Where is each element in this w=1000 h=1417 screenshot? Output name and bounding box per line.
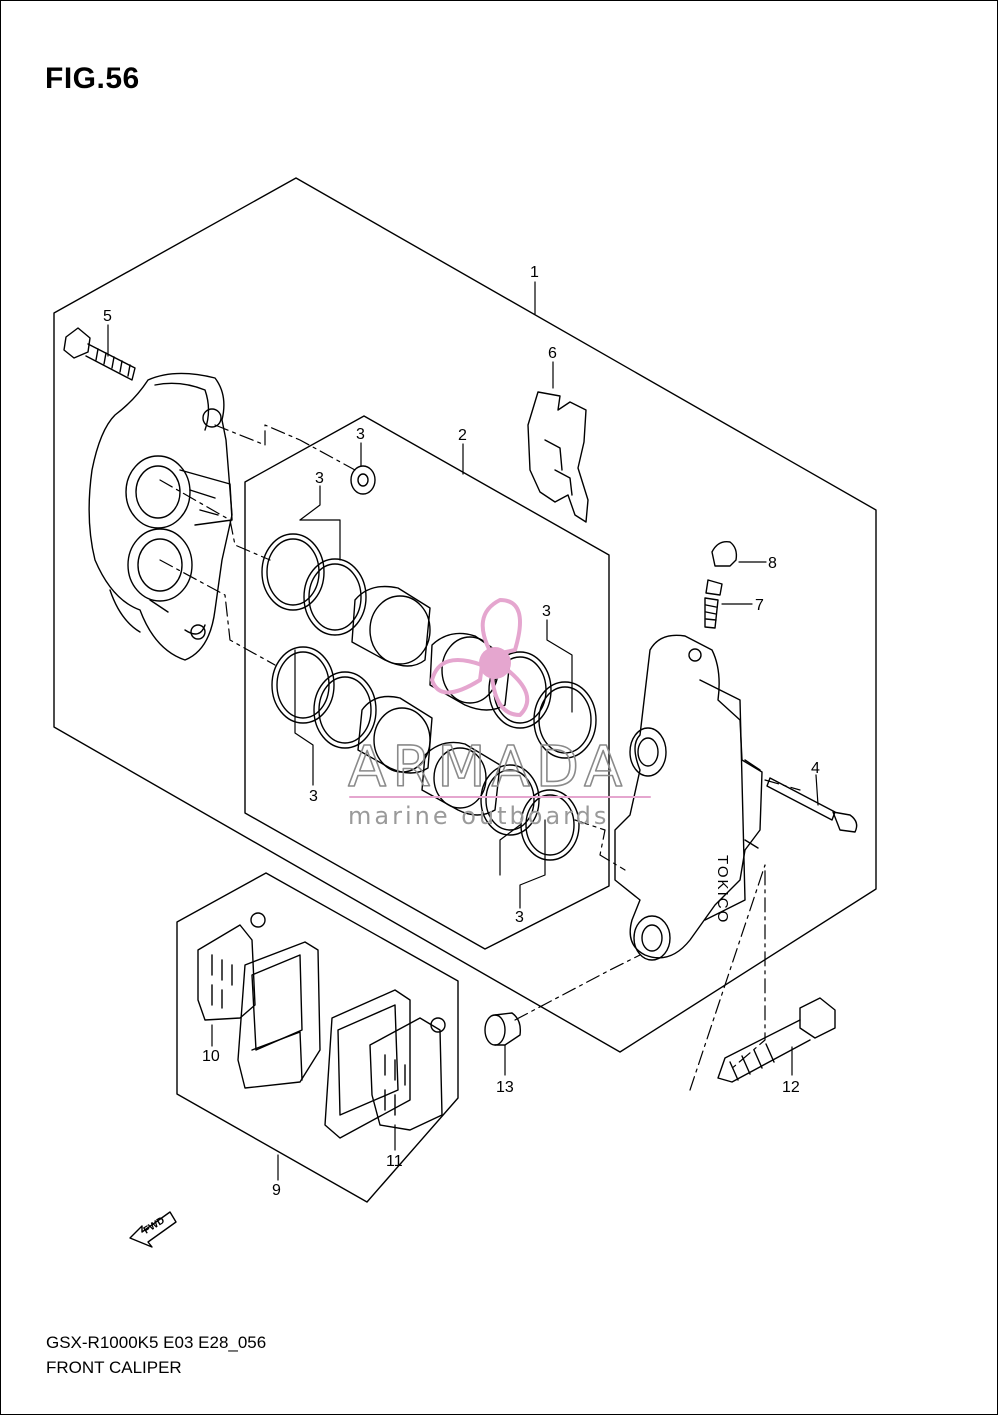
callout-10: 10 — [202, 1048, 220, 1065]
part-6-pad-spring — [527, 391, 589, 523]
callout-4: 4 — [811, 760, 820, 777]
assembly-outline-9 — [176, 872, 459, 1203]
callout-3-bottom-seals: 3 — [515, 909, 524, 926]
watermark: ARMADA marine outboards — [347, 598, 651, 830]
callout-11: 11 — [386, 1153, 403, 1170]
watermark-propeller-logo — [430, 598, 530, 717]
caliper-stamp: TOKICO — [714, 855, 731, 924]
part-11-brake-pad-shim — [369, 1017, 446, 1131]
brake-pad-left — [237, 941, 321, 1089]
right-caliper-half — [614, 634, 763, 961]
part-name: FRONT CALIPER — [46, 1358, 182, 1377]
model-code: GSX-R1000K5 E03 E28_056 — [46, 1333, 267, 1352]
part-13-bushing — [484, 1012, 522, 1046]
callout-5: 5 — [103, 308, 112, 325]
watermark-tagline: marine outboards — [348, 802, 609, 830]
forward-arrow — [129, 1211, 177, 1248]
callout-3-upper-seals: 3 — [315, 470, 324, 487]
callout-6: 6 — [548, 345, 557, 362]
assembly-outline-2 — [244, 415, 610, 950]
seal-rings — [261, 533, 597, 861]
part-10-brake-pad-shim — [197, 912, 266, 1021]
callout-1: 1 — [530, 264, 539, 281]
callout-13: 13 — [496, 1079, 514, 1096]
callout-2: 2 — [458, 427, 467, 444]
forward-arrow-label: FWD — [142, 1215, 167, 1236]
assembly-outline-1 — [53, 177, 877, 1053]
brake-pad-right — [324, 989, 411, 1139]
left-caliper-half — [88, 372, 233, 661]
callout-3-right-seals: 3 — [542, 603, 551, 620]
callout-9: 9 — [272, 1182, 281, 1199]
part-5-bolt — [63, 327, 136, 381]
callout-3-washer: 3 — [356, 426, 365, 443]
callout-12: 12 — [782, 1079, 800, 1096]
part-8-bleeder-cap — [711, 541, 738, 567]
figure-title: FIG.56 — [45, 62, 140, 95]
pistons — [351, 585, 511, 816]
watermark-brand: ARMADA — [348, 735, 628, 800]
callout-8: 8 — [768, 555, 777, 572]
part-12-mounting-bolt — [717, 997, 836, 1083]
callout-labels: 1 2 3 3 3 3 3 4 5 6 7 8 9 10 11 12 13 — [103, 264, 820, 1199]
part-3-washer — [350, 465, 376, 495]
part-7-bleeder-valve — [704, 579, 723, 629]
leader-lines — [107, 281, 819, 1181]
callout-3-lower-seals: 3 — [309, 788, 318, 805]
part-4-pin — [766, 777, 858, 833]
callout-7: 7 — [755, 597, 764, 614]
